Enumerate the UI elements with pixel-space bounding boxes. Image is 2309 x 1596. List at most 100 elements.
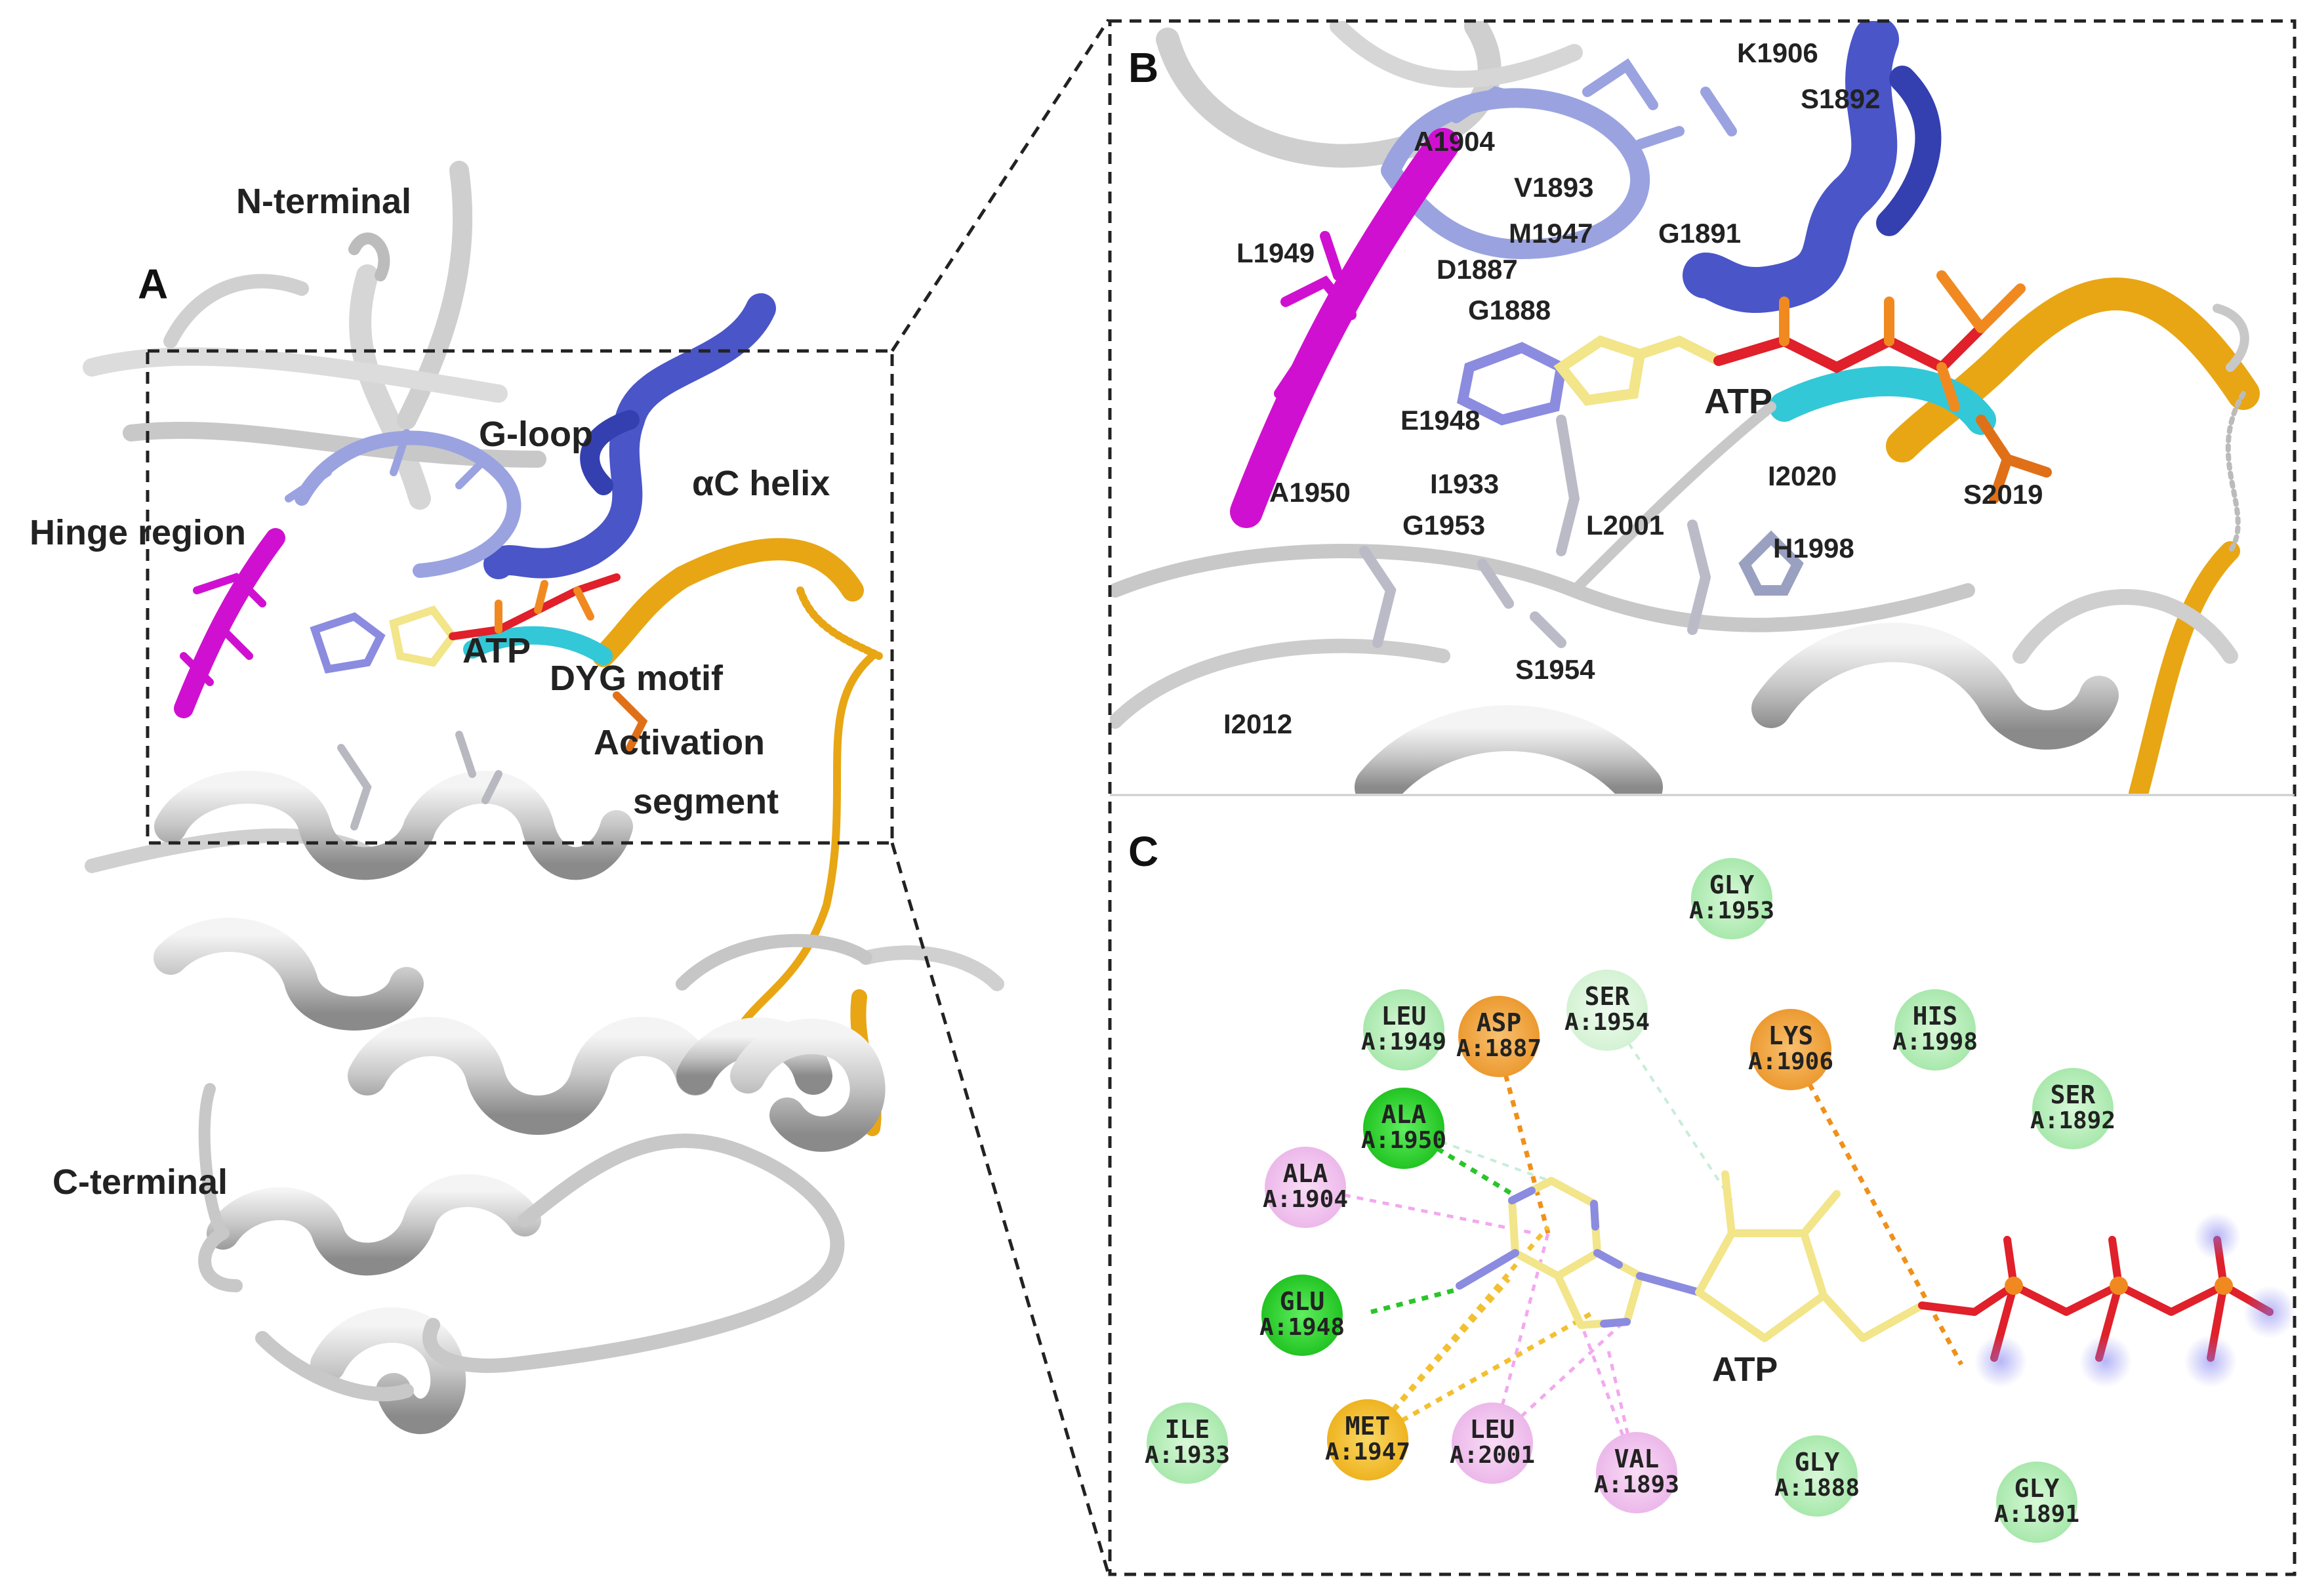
residue-number: A:1906 — [1748, 1048, 1833, 1075]
residue-disc — [2032, 1068, 2114, 1149]
residue-number: A:1887 — [1456, 1035, 1542, 1062]
residue-disc — [1566, 970, 1648, 1051]
label-h1998: H1998 — [1773, 533, 1854, 563]
residue-number: A:1892 — [2030, 1107, 2115, 1134]
atp-label-c: ATP — [1712, 1351, 1778, 1389]
residue-name: LYS — [1768, 1021, 1814, 1050]
residue-name: LEU — [1470, 1415, 1515, 1444]
phosphate-halos — [1974, 1213, 2296, 1387]
label-i1933: I1933 — [1430, 468, 1499, 499]
residue-number: A:1948 — [1259, 1314, 1345, 1341]
label-g1891: G1891 — [1658, 218, 1741, 249]
atp-sticks-a — [180, 429, 648, 830]
dyg-motif-label: DYG motif — [550, 659, 724, 698]
residue-disc — [1691, 858, 1772, 939]
label-s1892: S1892 — [1801, 83, 1880, 114]
residue-number: A:1893 — [1594, 1471, 1679, 1498]
residue-disc — [1894, 989, 1976, 1071]
ac-helix-label: αC helix — [692, 464, 830, 503]
protein-ribbon-a — [83, 161, 1004, 1435]
residue-disc — [1265, 1147, 1346, 1228]
c-terminal-label: C-terminal — [52, 1162, 228, 1202]
protein-ribbon-b — [1110, 21, 2260, 794]
label-i2020: I2020 — [1768, 460, 1837, 491]
residue-disc — [1996, 1462, 2077, 1543]
n-terminal-label: N-terminal — [236, 182, 411, 221]
label-l1949: L1949 — [1236, 237, 1315, 268]
residue-name: GLY — [1795, 1448, 1840, 1477]
residue-name: MET — [1345, 1412, 1391, 1441]
label-e1948: E1948 — [1400, 405, 1480, 436]
residue-number: A:1950 — [1361, 1127, 1446, 1154]
residue-name: SER — [1585, 982, 1630, 1011]
interaction-lines — [1305, 1009, 1964, 1473]
residue-number: A:1949 — [1361, 1029, 1446, 1055]
panel-bc-frame — [1108, 19, 2297, 1576]
residue-name: LEU — [1381, 1002, 1427, 1031]
hinge-region-label: Hinge region — [30, 513, 246, 552]
residue-name: VAL — [1614, 1444, 1660, 1473]
atp-sticks-b — [1274, 58, 2052, 648]
label-v1893: V1893 — [1514, 172, 1593, 203]
residue-number: A:1904 — [1263, 1186, 1348, 1213]
label-g1888: G1888 — [1468, 295, 1551, 325]
residue-disc — [1363, 1088, 1444, 1169]
residue-number: A:1888 — [1774, 1475, 1860, 1502]
residue-disc — [1261, 1275, 1343, 1356]
label-s2019: S2019 — [1963, 479, 2043, 510]
activation-label: Activation — [594, 723, 765, 762]
label-atp-b: ATP — [1704, 382, 1772, 421]
label-s1954: S1954 — [1515, 654, 1595, 685]
residue-disc — [1458, 996, 1540, 1077]
label-k1906: K1906 — [1737, 37, 1818, 68]
label-a1950: A1950 — [1269, 477, 1351, 508]
residue-disc — [1363, 989, 1444, 1071]
residue-number: A:2001 — [1450, 1442, 1535, 1469]
residue-name: ASP — [1477, 1008, 1522, 1037]
panel-a-letter: A — [138, 260, 168, 308]
residue-name: ILE — [1165, 1415, 1210, 1444]
panel-b-labels: B K1906 S1892 A1904 V1893 L1949 M1947 G1… — [1128, 37, 2043, 739]
residue-disc — [1452, 1402, 1533, 1484]
residue-number: A:1998 — [1892, 1029, 1978, 1055]
residue-name: GLY — [2014, 1474, 2060, 1503]
label-a1904: A1904 — [1414, 126, 1495, 157]
panel-c: C — [1128, 828, 2296, 1543]
label-i2012: I2012 — [1223, 708, 1292, 739]
residue-number: A:1891 — [1994, 1501, 2079, 1528]
segment-label: segment — [633, 782, 779, 821]
atp-label-a: ATP — [462, 631, 531, 670]
panel-c-letter: C — [1128, 828, 1158, 875]
residue-name: HIS — [1913, 1002, 1958, 1031]
g-loop-label: G-loop — [479, 415, 593, 454]
zoom-line-bottom — [890, 842, 1111, 1575]
residue-number: A:1954 — [1564, 1009, 1650, 1036]
panel-a-labels: A N-terminal C-terminal G-loop αC helix … — [30, 182, 830, 1202]
residue-name: GLU — [1280, 1287, 1325, 1316]
residue-disc — [1596, 1432, 1677, 1513]
panel-a: A N-terminal C-terminal G-loop αC helix … — [30, 18, 1111, 1575]
label-m1947: M1947 — [1509, 218, 1593, 249]
label-g1953: G1953 — [1402, 510, 1485, 541]
residue-disc — [1147, 1402, 1228, 1484]
residue-disc — [1750, 1009, 1831, 1090]
residue-name: SER — [2051, 1080, 2096, 1109]
